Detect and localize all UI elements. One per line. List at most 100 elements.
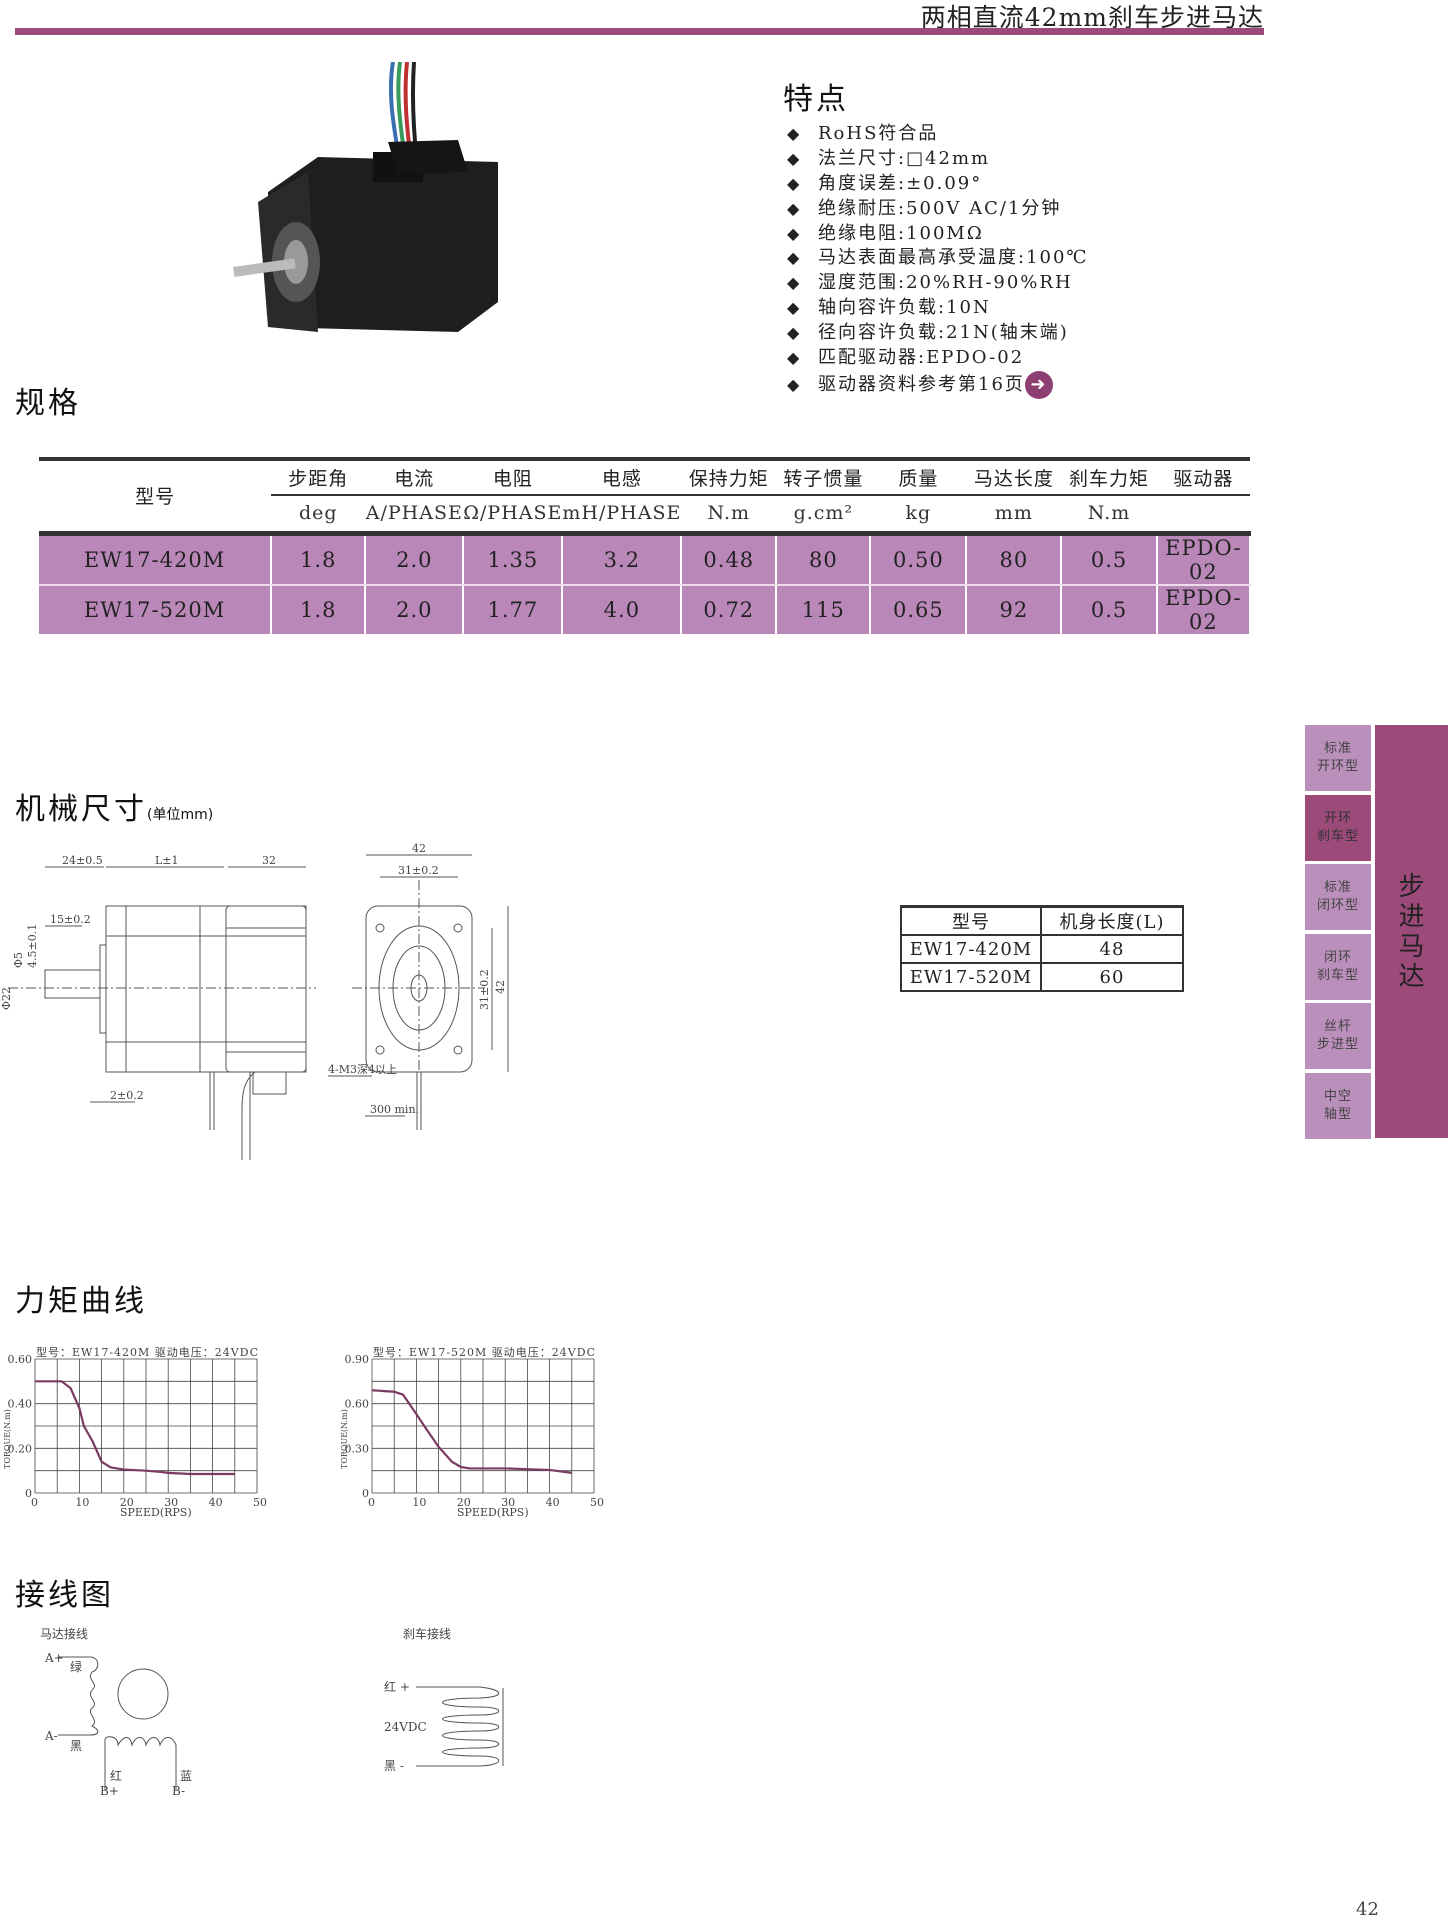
page-header-title: 两相直流42mm刹车步进马达 xyxy=(920,3,1264,32)
x-tick-label: 30 xyxy=(501,1496,515,1509)
x-tick-label: 10 xyxy=(75,1496,89,1509)
mechanical-drawing: 24±0.5 L±1 32 15±0.2 4.5±0.1 Φ5 Φ22 2±0.… xyxy=(0,842,509,1160)
side-tab-label: 闭环 刹车型 xyxy=(1316,949,1359,983)
table-cell: 1.35 xyxy=(463,530,564,586)
feature-item: ◆轴向容许负载:10N xyxy=(783,296,1089,321)
brake-black-label: 黑 - xyxy=(384,1759,404,1773)
feature-text: 角度误差:±0.09° xyxy=(818,172,983,194)
bullet-diamond-icon: ◆ xyxy=(787,173,802,193)
side-tab-label: 标准 闭环型 xyxy=(1316,880,1359,913)
bullet-diamond-icon: ◆ xyxy=(787,323,802,343)
dim-shaft-length: 24±0.5 xyxy=(62,854,103,867)
side-tab[interactable]: 闭环 刹车型 xyxy=(1305,933,1371,1000)
y-tick-label: 0 xyxy=(25,1487,32,1500)
torque-curve xyxy=(371,1389,572,1474)
x-tick-label: 20 xyxy=(457,1496,471,1509)
column-header: 电流 xyxy=(365,457,464,496)
dim-lead-length: 300 min. xyxy=(370,1103,419,1116)
table-cell: EPDO-02 xyxy=(1156,530,1252,586)
black-wire-label: 黑 xyxy=(70,1739,82,1753)
feature-item: ◆匹配驱动器:EPDO-02 xyxy=(783,346,1089,371)
unit-header xyxy=(1157,495,1250,533)
feature-item: ◆法兰尺寸:□42mm xyxy=(783,147,1089,172)
feature-item: ◆ 绝缘耐压:500V AC/1分钟 xyxy=(783,197,1089,222)
x-tick-label: 0 xyxy=(368,1496,375,1509)
table-cell: 1.8 xyxy=(271,530,367,586)
table-cell: 115 xyxy=(776,584,872,634)
dim-flange-height: 42 xyxy=(494,980,507,994)
bullet-diamond-icon: ◆ xyxy=(787,223,802,243)
table-cell: EW17-520M xyxy=(900,962,1042,992)
feature-item: ◆ RoHS符合品 xyxy=(783,122,1089,147)
y-tick-label: 0.30 xyxy=(345,1442,370,1455)
column-header: 保持力矩 xyxy=(681,457,777,496)
chart-title: 型号：EW17-520M 驱动电压：24VDC xyxy=(373,1345,596,1359)
table-cell: 0.72 xyxy=(681,584,778,634)
table-cell: 2.0 xyxy=(365,584,465,634)
feature-text: RoHS符合品 xyxy=(818,123,939,144)
side-tab[interactable]: 中空 轴型 xyxy=(1305,1072,1371,1139)
table-cell: 4.0 xyxy=(562,584,683,634)
side-tab-label: 标准 开环型 xyxy=(1316,741,1359,774)
side-tab[interactable]: 标准 开环型 xyxy=(1305,725,1371,791)
brake-red-label: 红 + xyxy=(384,1679,410,1694)
side-tab-label: 中空 轴型 xyxy=(1323,1088,1352,1122)
unit-header: kg xyxy=(905,502,932,525)
y-tick-label: 0 xyxy=(362,1487,369,1500)
brake-voltage-label: 24VDC xyxy=(384,1720,427,1734)
side-tab[interactable]: 开环 刹车型 xyxy=(1305,794,1371,861)
y-axis-label: TORQUE(N.m) xyxy=(3,1409,12,1469)
y-tick-label: 0.40 xyxy=(8,1398,33,1411)
column-header: 质量 xyxy=(870,457,967,496)
table-cell: 0.5 xyxy=(1061,530,1158,586)
side-tab[interactable]: 标准 闭环型 xyxy=(1305,864,1371,930)
features-section: 特点 ◆RoHS符合品◆法兰尺寸:□42mm◆角度误差:±0.09°◆绝缘耐压:… xyxy=(783,74,1089,399)
column-header: 电感 xyxy=(562,457,682,496)
unit-header: mm xyxy=(994,502,1033,525)
length-header-row: 型号机身长度(L) xyxy=(900,905,1184,936)
mech-heading-text: 机械尺寸 xyxy=(15,792,147,827)
wiring-heading: 接线图 xyxy=(15,1578,114,1613)
table-cell: 92 xyxy=(966,584,1063,634)
feature-item: ◆ 绝缘电阻:100MΩ xyxy=(783,222,1089,247)
x-tick-label: 50 xyxy=(253,1496,267,1509)
unit-header: deg xyxy=(298,502,338,525)
x-tick-label: 40 xyxy=(209,1496,223,1509)
bullet-diamond-icon: ◆ xyxy=(787,124,802,143)
x-tick-label: 20 xyxy=(120,1496,134,1509)
dim-body-length: L±1 xyxy=(155,854,179,867)
table-cell: 80 xyxy=(966,530,1063,586)
table-cell: 0.50 xyxy=(870,530,968,586)
dim-shaft-dia: Φ5 xyxy=(12,952,25,968)
dim-hole-spacing-v: 31±0.2 xyxy=(478,969,491,1010)
arrow-right-icon[interactable]: ➜ xyxy=(1024,370,1053,399)
table-cell: EW17-420M xyxy=(900,934,1042,964)
side-tab-label: 开环 刹车型 xyxy=(1316,810,1359,844)
torque-curve xyxy=(35,1380,235,1476)
feature-item: ◆湿度范围:20%RH-90%RH xyxy=(783,271,1089,296)
column-header: 马达长度 xyxy=(966,457,1062,496)
features-list: ◆RoHS符合品◆法兰尺寸:□42mm◆角度误差:±0.09°◆绝缘耐压:500… xyxy=(783,122,1089,399)
dim-flange-width: 42 xyxy=(412,842,426,855)
feature-item: ◆径向容许负载:21N(轴末端) xyxy=(783,321,1089,346)
header-bar xyxy=(15,28,1264,35)
blue-wire-label: 蓝 xyxy=(180,1769,192,1783)
x-tick-label: 40 xyxy=(546,1496,560,1509)
bullet-diamond-icon: ◆ xyxy=(787,198,802,218)
table-cell: 0.48 xyxy=(681,530,778,586)
feature-text: 法兰尺寸:□42mm xyxy=(818,147,991,169)
dim-hole-spacing-h: 31±0.2 xyxy=(398,864,439,877)
feature-text: 绝缘电阻:100MΩ xyxy=(818,222,984,244)
column-header: 转子惯量 xyxy=(776,457,871,496)
feature-text: 湿度范围:20%RH-90%RH xyxy=(818,272,1073,294)
dim-pilot-dia: Φ22 xyxy=(0,987,13,1010)
x-axis-label: SPEED(RPS) xyxy=(457,1506,529,1519)
table-cell: EW17-420M xyxy=(39,530,273,586)
side-tab[interactable]: 丝杆 步进型 xyxy=(1305,1003,1371,1069)
table-cell: 0.65 xyxy=(870,584,968,634)
table-cell: 1.77 xyxy=(463,584,564,634)
feature-text: 绝缘耐压:500V AC/1分钟 xyxy=(818,197,1062,219)
